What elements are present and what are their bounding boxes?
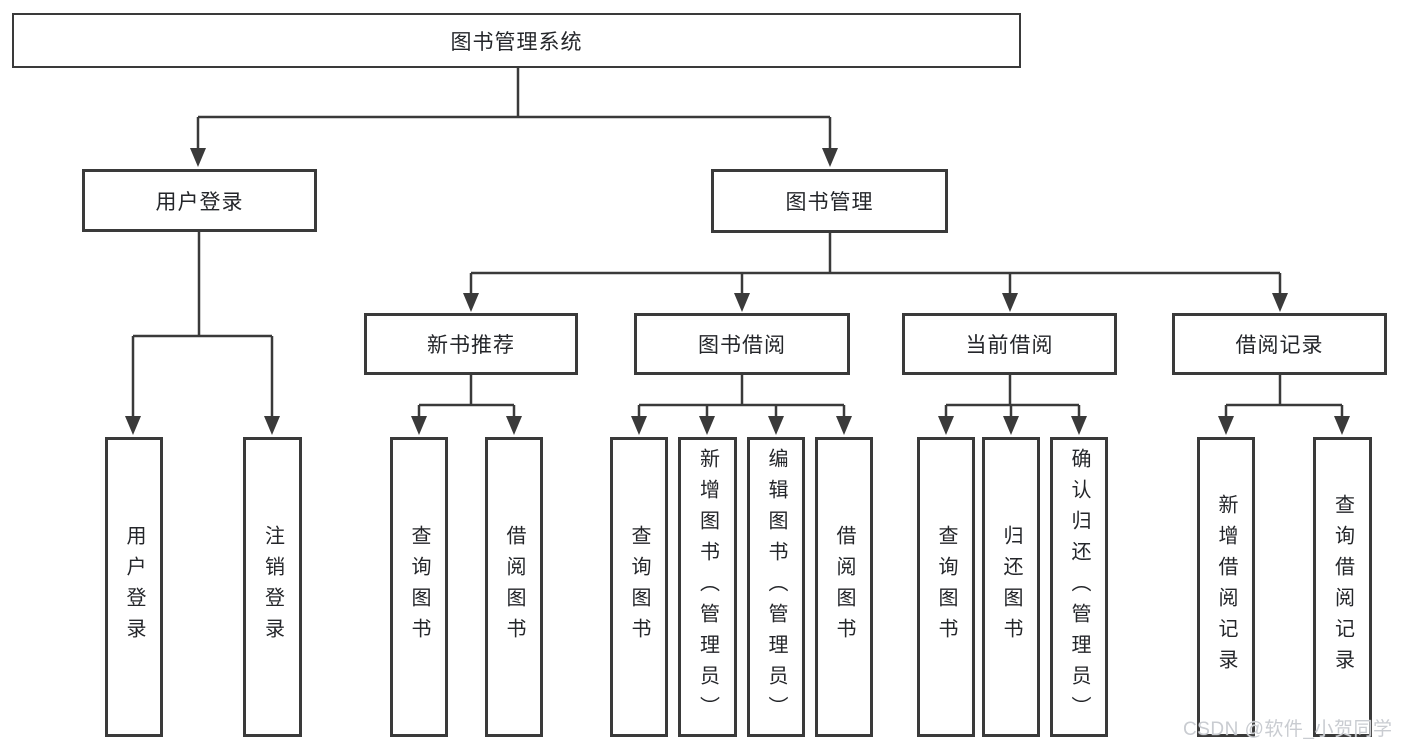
node-new-book-recommend: 新书推荐 [364, 313, 578, 375]
node-user-login: 用户登录 [82, 169, 317, 232]
arrowhead-icons [125, 148, 1350, 435]
leaf-current-return: 归还图书 [982, 437, 1040, 737]
leaf-borrow-add-admin: 新增图书（管理员） [678, 437, 737, 737]
leaf-current-confirm-admin: 确认归还（管理员） [1050, 437, 1108, 737]
leaf-current-query: 查询图书 [917, 437, 975, 737]
node-borrow-records: 借阅记录 [1172, 313, 1387, 375]
node-root: 图书管理系统 [12, 13, 1021, 68]
node-book-management: 图书管理 [711, 169, 948, 233]
leaf-newbook-borrow: 借阅图书 [485, 437, 543, 737]
leaf-newbook-query: 查询图书 [390, 437, 448, 737]
leaf-borrow-borrow: 借阅图书 [815, 437, 873, 737]
leaf-record-query: 查询借阅记录 [1313, 437, 1372, 737]
node-book-borrow: 图书借阅 [634, 313, 850, 375]
node-current-borrow: 当前借阅 [902, 313, 1117, 375]
csdn-watermark: CSDN @软件_小贺同学 [1183, 719, 1393, 740]
leaf-user-login: 用户登录 [105, 437, 163, 737]
leaf-borrow-edit-admin: 编辑图书（管理员） [747, 437, 805, 737]
leaf-logout: 注销登录 [243, 437, 302, 737]
leaf-borrow-query: 查询图书 [610, 437, 668, 737]
leaf-record-add: 新增借阅记录 [1197, 437, 1255, 737]
